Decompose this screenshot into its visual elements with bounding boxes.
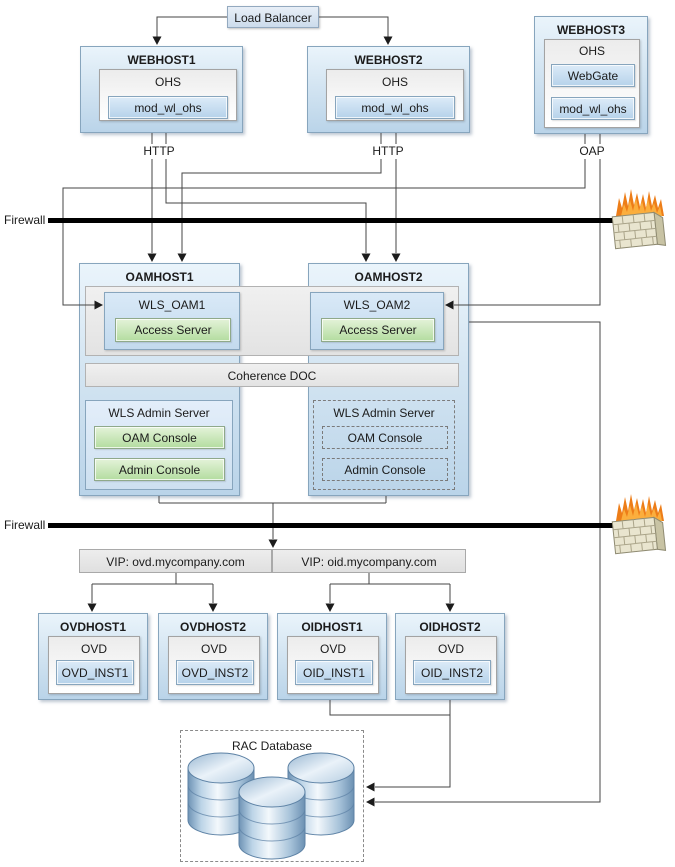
- oidhost2-instance-chip: OID_INST2: [413, 660, 491, 685]
- webhost1-ohs-panel: OHS mod_wl_ohs: [99, 69, 237, 121]
- oamhost2-access-server-chip: Access Server: [321, 318, 435, 342]
- oamhost2-admin-server-title: WLS Admin Server: [333, 406, 435, 420]
- oidhost1-ovd-label: OVD: [319, 642, 346, 656]
- firewall-line-1: [48, 218, 618, 223]
- rac-database-box: RAC Database: [180, 730, 364, 862]
- oidhost1-instance-chip: OID_INST1: [295, 660, 373, 685]
- webhost1-box: WEBHOST1 OHS mod_wl_ohs: [80, 46, 243, 133]
- oamhost1-access-server-chip: Access Server: [115, 318, 231, 342]
- rac-database-label: RAC Database: [231, 739, 313, 753]
- ovdhost1-instance-chip: OVD_INST1: [56, 660, 134, 685]
- webhost1-protocol-label: HTTP: [139, 144, 179, 159]
- webhost1-title: WEBHOST1: [127, 53, 196, 67]
- webhost1-ohs-label: OHS: [154, 75, 181, 89]
- oamhost1-admin-console-chip: Admin Console: [94, 458, 225, 481]
- oidhost1-box: OIDHOST1 OVD OID_INST1: [277, 613, 387, 700]
- firewall1-label: Firewall: [4, 213, 46, 227]
- oamhost1-admin-server-title: WLS Admin Server: [108, 406, 210, 420]
- ovdhost1-title: OVDHOST1: [59, 620, 126, 634]
- oamhost1-admin-server-box: WLS Admin Server OAM Console Admin Conso…: [85, 400, 233, 490]
- webhost3-mod-wl-ohs-chip: mod_wl_ohs: [551, 97, 635, 120]
- ovdhost2-title: OVDHOST2: [179, 620, 246, 634]
- ovdhost2-box: OVDHOST2 OVD OVD_INST2: [158, 613, 268, 700]
- webhost2-mod-wl-ohs-chip: mod_wl_ohs: [335, 96, 455, 119]
- webhost2-protocol-label: HTTP: [368, 144, 408, 159]
- oamhost2-oam-console-chip: OAM Console: [322, 426, 448, 449]
- vip-oid-cell: VIP: oid.mycompany.com: [272, 549, 466, 573]
- oidhost2-ovd-panel: OVD OID_INST2: [405, 636, 497, 694]
- oidhost1-ovd-panel: OVD OID_INST1: [287, 636, 379, 694]
- webhost1-mod-wl-ohs-chip: mod_wl_ohs: [108, 96, 228, 119]
- oidhost2-box: OIDHOST2 OVD OID_INST2: [395, 613, 505, 700]
- wls-oam1-title: WLS_OAM1: [138, 298, 206, 312]
- webhost3-title: WEBHOST3: [556, 23, 625, 37]
- ovdhost2-instance-chip: OVD_INST2: [176, 660, 254, 685]
- webhost2-ohs-panel: OHS mod_wl_ohs: [326, 69, 464, 121]
- oidhost1-title: OIDHOST1: [301, 620, 363, 634]
- webhost3-box: WEBHOST3 OHS WebGate mod_wl_ohs: [534, 16, 648, 134]
- webhost2-ohs-label: OHS: [381, 75, 408, 89]
- webhost3-protocol-label: OAP: [576, 144, 608, 159]
- ovdhost1-ovd-panel: OVD OVD_INST1: [48, 636, 140, 694]
- coherence-band: Coherence DOC: [85, 363, 459, 387]
- firewall-line-2: [48, 523, 618, 528]
- ovdhost1-ovd-label: OVD: [80, 642, 107, 656]
- webhost3-webgate-chip: WebGate: [551, 64, 635, 87]
- vip-ovd-cell: VIP: ovd.mycompany.com: [79, 549, 272, 573]
- wls-oam2-box: WLS_OAM2 Access Server: [310, 292, 444, 350]
- oamhost2-admin-server-box: WLS Admin Server OAM Console Admin Conso…: [313, 400, 455, 490]
- load-balancer-box: Load Balancer: [227, 6, 319, 28]
- ovdhost2-ovd-label: OVD: [200, 642, 227, 656]
- webhost3-ohs-panel: OHS WebGate mod_wl_ohs: [544, 39, 640, 128]
- ovdhost2-ovd-panel: OVD OVD_INST2: [168, 636, 260, 694]
- oidhost2-title: OIDHOST2: [419, 620, 481, 634]
- wls-oam1-box: WLS_OAM1 Access Server: [104, 292, 240, 350]
- ovdhost1-box: OVDHOST1 OVD OVD_INST1: [38, 613, 148, 700]
- wls-oam2-title: WLS_OAM2: [343, 298, 411, 312]
- oamhost1-oam-console-chip: OAM Console: [94, 426, 225, 449]
- firewall2-label: Firewall: [4, 518, 46, 532]
- oamhost1-title: OAMHOST1: [125, 270, 194, 284]
- webhost3-ohs-label: OHS: [578, 44, 605, 58]
- oidhost2-ovd-label: OVD: [437, 642, 464, 656]
- firewall-icon-1: [611, 188, 667, 252]
- oamhost2-title: OAMHOST2: [354, 270, 423, 284]
- webhost2-title: WEBHOST2: [354, 53, 423, 67]
- webhost2-box: WEBHOST2 OHS mod_wl_ohs: [307, 46, 470, 133]
- firewall-icon-2: [611, 493, 667, 557]
- oamhost2-admin-console-chip: Admin Console: [322, 458, 448, 481]
